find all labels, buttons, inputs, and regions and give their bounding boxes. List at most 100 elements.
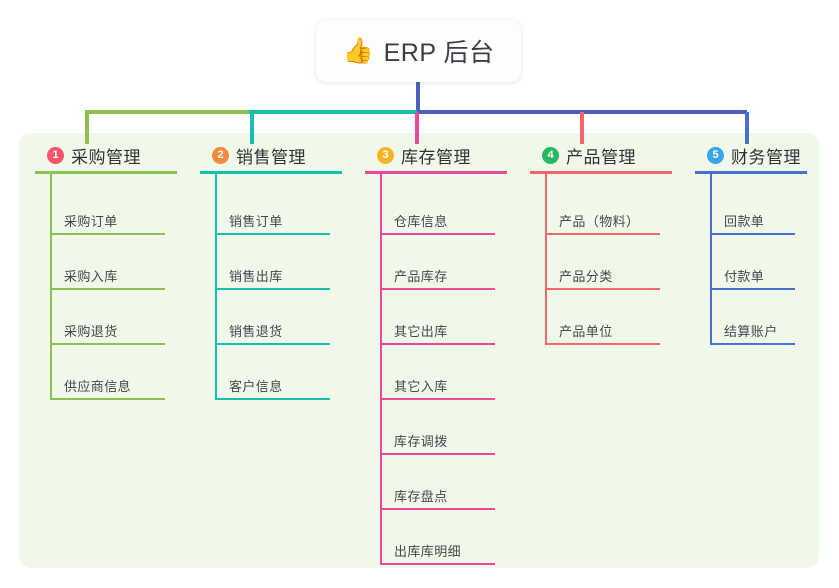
leaf-node-label: 其它出库	[394, 324, 448, 339]
leaf-node-label: 产品（物料）	[559, 214, 640, 229]
leaf-node-rule	[545, 233, 660, 235]
branch-column-1: 1 采购管理采购订单采购入库采购退货供应商信息	[33, 144, 193, 400]
leaf-node-rule	[380, 563, 495, 565]
leaf-node[interactable]: 采购订单	[50, 209, 182, 235]
leaf-node-label: 销售退货	[229, 324, 283, 339]
leaf-node-label: 回款单	[724, 214, 765, 229]
leaf-node[interactable]: 产品单位	[545, 319, 677, 345]
leaf-node-label: 结算账户	[724, 324, 778, 339]
branch-badge-2: 2	[212, 146, 229, 164]
branch-title-2: 销售管理	[236, 147, 306, 167]
leaf-node-rule	[380, 343, 495, 345]
leaf-node-rule	[215, 233, 330, 235]
drop-connector-5	[745, 112, 749, 144]
leaf-node-rule	[380, 508, 495, 510]
drop-connector-4	[580, 112, 584, 144]
branch-column-2: 2 销售管理销售订单销售出库销售退货客户信息	[198, 144, 358, 400]
branch-spine-2	[215, 171, 217, 400]
diagram-background-panel	[19, 133, 819, 568]
leaf-node-rule	[710, 288, 795, 290]
thumbs-up-icon: 👍	[342, 36, 374, 65]
root-stem-connector	[416, 82, 420, 112]
leaf-node[interactable]: 供应商信息	[50, 374, 182, 400]
leaf-node-label: 采购入库	[64, 269, 118, 284]
branch-header-5[interactable]: 5 财务管理	[693, 144, 823, 167]
drop-connector-1	[85, 112, 89, 144]
bus-segment-teal	[249, 110, 419, 114]
branch-title-1: 采购管理	[71, 147, 141, 167]
branch-column-3: 3 库存管理仓库信息产品库存其它出库其它入库库存调拨库存盘点出库库明细	[363, 144, 523, 565]
leaf-node[interactable]: 回款单	[710, 209, 812, 235]
drop-connector-2	[250, 112, 254, 144]
branch-spine-1	[50, 171, 52, 400]
leaf-node-rule	[380, 453, 495, 455]
leaf-node-rule	[380, 233, 495, 235]
leaf-node[interactable]: 结算账户	[710, 319, 812, 345]
leaf-node-rule	[50, 343, 165, 345]
leaf-node-label: 供应商信息	[64, 379, 132, 394]
leaf-node-rule	[50, 233, 165, 235]
leaf-node-label: 库存调拨	[394, 434, 448, 449]
leaf-node-label: 产品单位	[559, 324, 613, 339]
leaf-node[interactable]: 出库库明细	[380, 539, 512, 565]
leaf-node[interactable]: 付款单	[710, 264, 812, 290]
leaf-node-rule	[215, 398, 330, 400]
branch-badge-5: 5	[707, 146, 724, 164]
leaf-node[interactable]: 销售出库	[215, 264, 347, 290]
branch-header-rule-1	[35, 171, 177, 174]
leaf-node-label: 产品分类	[559, 269, 613, 284]
leaf-node-label: 仓库信息	[394, 214, 448, 229]
branch-header-rule-2	[200, 171, 342, 174]
branch-header-2[interactable]: 2 销售管理	[198, 144, 358, 167]
branch-column-5: 5 财务管理回款单付款单结算账户	[693, 144, 823, 345]
root-node-title: ERP 后台	[383, 39, 495, 67]
leaf-node-rule	[545, 343, 660, 345]
branch-badge-3: 3	[377, 146, 394, 164]
leaf-node-rule	[380, 398, 495, 400]
leaf-node[interactable]: 产品库存	[380, 264, 512, 290]
branch-spine-4	[545, 171, 547, 345]
branch-header-rule-5	[695, 171, 807, 174]
bus-segment-green	[85, 110, 251, 114]
leaf-node-rule	[710, 233, 795, 235]
leaf-node[interactable]: 采购入库	[50, 264, 182, 290]
leaf-node-rule	[50, 288, 165, 290]
leaf-node[interactable]: 产品（物料）	[545, 209, 677, 235]
leaf-node[interactable]: 库存调拨	[380, 429, 512, 455]
branch-badge-1: 1	[47, 146, 64, 164]
leaf-node-label: 销售出库	[229, 269, 283, 284]
drop-connector-3	[415, 112, 419, 144]
leaf-node[interactable]: 其它出库	[380, 319, 512, 345]
branch-title-4: 产品管理	[566, 147, 636, 167]
branch-header-1[interactable]: 1 采购管理	[33, 144, 193, 167]
leaf-node[interactable]: 销售订单	[215, 209, 347, 235]
leaf-node[interactable]: 库存盘点	[380, 484, 512, 510]
leaf-node[interactable]: 采购退货	[50, 319, 182, 345]
leaf-node[interactable]: 客户信息	[215, 374, 347, 400]
branch-title-3: 库存管理	[401, 147, 471, 167]
leaf-node-label: 出库库明细	[394, 544, 462, 559]
leaf-node-rule	[215, 343, 330, 345]
leaf-node-rule	[545, 288, 660, 290]
branch-spine-3	[380, 171, 382, 565]
leaf-node-rule	[710, 343, 795, 345]
leaf-node-rule	[380, 288, 495, 290]
leaf-node-label: 采购订单	[64, 214, 118, 229]
branch-title-5: 财务管理	[731, 147, 801, 167]
leaf-node-label: 产品库存	[394, 269, 448, 284]
branch-header-rule-3	[365, 171, 507, 174]
leaf-node[interactable]: 仓库信息	[380, 209, 512, 235]
leaf-node[interactable]: 产品分类	[545, 264, 677, 290]
leaf-node[interactable]: 销售退货	[215, 319, 347, 345]
leaf-node-label: 采购退货	[64, 324, 118, 339]
branch-header-3[interactable]: 3 库存管理	[363, 144, 523, 167]
leaf-node-rule	[215, 288, 330, 290]
root-node[interactable]: 👍 ERP 后台	[316, 20, 521, 82]
leaf-node-label: 销售订单	[229, 214, 283, 229]
leaf-node-label: 付款单	[724, 269, 765, 284]
leaf-node-label: 其它入库	[394, 379, 448, 394]
leaf-node[interactable]: 其它入库	[380, 374, 512, 400]
branch-header-rule-4	[530, 171, 672, 174]
